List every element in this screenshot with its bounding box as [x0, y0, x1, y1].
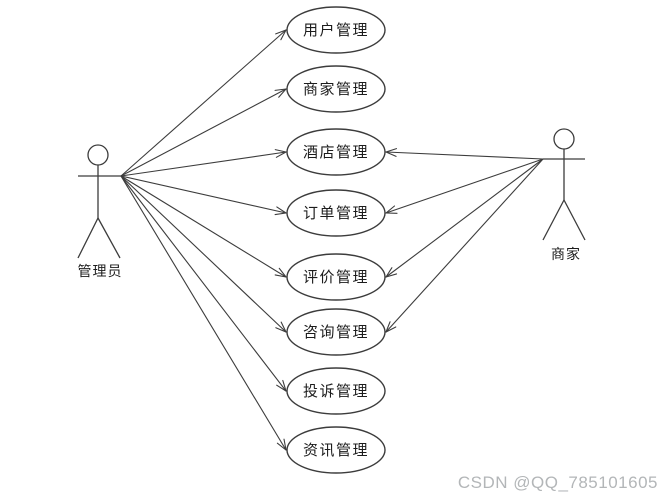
usecase-label-consultation-management: 咨询管理: [303, 324, 369, 341]
arrowhead-line: [274, 88, 287, 91]
association-admin-consultation-management: [120, 175, 287, 333]
usecase-order-management: 订单管理: [286, 189, 386, 237]
usecase-ellipse-review-management: [286, 253, 386, 301]
association-line: [120, 175, 287, 392]
association-admin-complaint-management: [120, 175, 287, 392]
actor-label-merchant: 商家: [551, 246, 581, 262]
arrowhead-line: [385, 151, 397, 157]
association-merchant-order-management: [385, 158, 544, 214]
association-line: [385, 158, 544, 214]
arrowhead-line: [276, 384, 287, 392]
arrowhead-line: [283, 438, 287, 451]
association-merchant-hotel-management: [385, 148, 544, 160]
arrowhead-line: [275, 151, 287, 158]
arrowhead-line: [276, 206, 287, 214]
arrowhead-line: [280, 321, 287, 333]
association-line: [120, 88, 287, 177]
usecase-ellipse-news-management: [286, 426, 386, 474]
association-line: [120, 29, 287, 177]
usecase-consultation-management: 咨询管理: [286, 308, 386, 356]
arrowhead-line: [275, 29, 287, 35]
arrowhead-line: [274, 274, 287, 278]
association-line: [120, 175, 287, 278]
usecase-label-order-management: 订单管理: [303, 205, 369, 222]
arrowhead-line: [275, 327, 287, 333]
association-admin-review-management: [120, 175, 287, 278]
association-line: [385, 158, 544, 278]
actor-label-admin: 管理员: [78, 263, 123, 279]
usecase-merchant-management: 商家管理: [286, 65, 386, 113]
usecase-news-management: 资讯管理: [286, 426, 386, 474]
usecase-ellipse-order-management: [286, 189, 386, 237]
arrowhead-line: [385, 326, 397, 333]
usecase-label-review-management: 评价管理: [303, 269, 369, 286]
actor-merchant: 商家: [542, 128, 586, 262]
actor-leg-right-admin: [97, 217, 121, 259]
association-line: [385, 151, 544, 160]
arrowhead-line: [280, 29, 287, 41]
arrowhead-line: [385, 148, 398, 153]
association-admin-user-management: [120, 29, 287, 177]
csdn-watermark: CSDN @QQ_785101605: [457, 473, 658, 492]
actor-head-merchant: [553, 128, 575, 150]
actor-leg-left-admin: [77, 217, 99, 259]
usecase-label-user-management: 用户管理: [303, 22, 369, 39]
usecase-hotel-management: 酒店管理: [286, 128, 386, 176]
usecase-ellipse-complaint-management: [286, 367, 386, 415]
arrowhead-line: [282, 379, 287, 392]
usecase-ellipse-hotel-management: [286, 128, 386, 176]
actor-head-admin: [87, 144, 109, 166]
usecase-ellipse-merchant-management: [286, 65, 386, 113]
usecase-complaint-management: 投诉管理: [286, 367, 386, 415]
association-merchant-review-management: [385, 158, 544, 278]
usecase-ellipse-consultation-management: [286, 308, 386, 356]
usecase-label-merchant-management: 商家管理: [303, 81, 369, 98]
association-line: [385, 158, 544, 333]
arrowhead-line: [385, 273, 398, 278]
association-line: [120, 151, 287, 177]
actor-leg-left-merchant: [542, 199, 565, 241]
arrowhead-line: [276, 442, 287, 451]
arrowhead-line: [385, 267, 393, 278]
arrowhead-line: [385, 205, 396, 214]
actor-admin: 管理员: [77, 144, 123, 279]
association-line: [120, 175, 287, 333]
arrowhead-line: [278, 88, 287, 98]
arrowhead-line: [278, 267, 287, 278]
association-line: [120, 175, 287, 451]
usecase-label-hotel-management: 酒店管理: [303, 144, 369, 161]
actor-leg-right-merchant: [563, 199, 586, 241]
usecase-review-management: 评价管理: [286, 253, 386, 301]
association-admin-news-management: [120, 175, 287, 451]
arrowhead-line: [385, 321, 391, 333]
usecase-label-complaint-management: 投诉管理: [303, 383, 369, 400]
arrowhead-line: [274, 212, 287, 216]
association-admin-hotel-management: [120, 149, 287, 177]
association-line: [120, 175, 287, 214]
usecase-user-management: 用户管理: [286, 6, 386, 54]
arrowhead-line: [274, 149, 287, 153]
association-merchant-consultation-management: [385, 158, 544, 333]
association-admin-merchant-management: [120, 88, 287, 177]
usecase-label-news-management: 资讯管理: [303, 442, 369, 459]
usecase-ellipse-user-management: [286, 6, 386, 54]
association-admin-order-management: [120, 175, 287, 216]
